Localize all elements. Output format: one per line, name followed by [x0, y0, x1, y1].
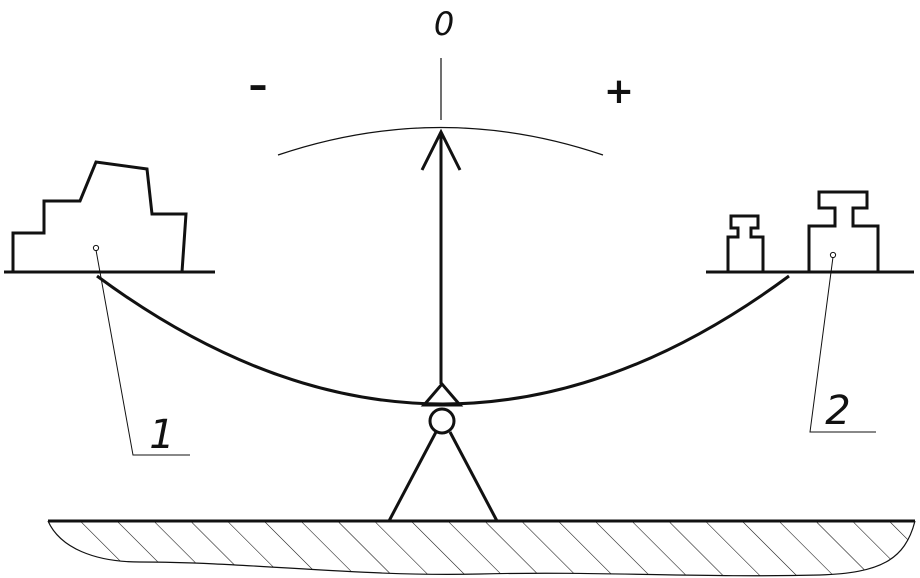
minus-sign-label: – — [249, 63, 268, 107]
callout-2: 2 — [809, 256, 876, 434]
leader-line-1 — [95, 249, 190, 456]
callout-number-1: 1 — [149, 412, 174, 458]
object-leader-dot — [92, 244, 100, 252]
object-being-weighed — [11, 160, 188, 274]
balance-beam — [96, 274, 790, 406]
scale-arc — [277, 126, 604, 156]
stand-leg-left — [387, 431, 438, 522]
ground-lower-edge — [47, 520, 916, 577]
pointer-arrowhead — [420, 128, 462, 171]
right-pan — [706, 190, 914, 274]
leader-line-2 — [809, 256, 876, 433]
weights-leader-dot — [829, 251, 837, 259]
zero-label: 0 — [434, 5, 454, 43]
pointer-needle — [420, 128, 462, 384]
small-weight — [726, 214, 765, 274]
left-pan — [4, 160, 215, 274]
fulcrum-triangle — [420, 381, 464, 407]
plus-sign-label: + — [604, 71, 634, 112]
callout-1: 1 — [95, 249, 190, 458]
pivot-joint — [428, 407, 456, 435]
ground-hatching — [48, 521, 915, 576]
large-weight — [807, 190, 880, 274]
ground — [47, 519, 916, 577]
stand — [387, 381, 499, 522]
stand-leg-right — [448, 431, 499, 522]
callout-number-2: 2 — [825, 388, 850, 434]
